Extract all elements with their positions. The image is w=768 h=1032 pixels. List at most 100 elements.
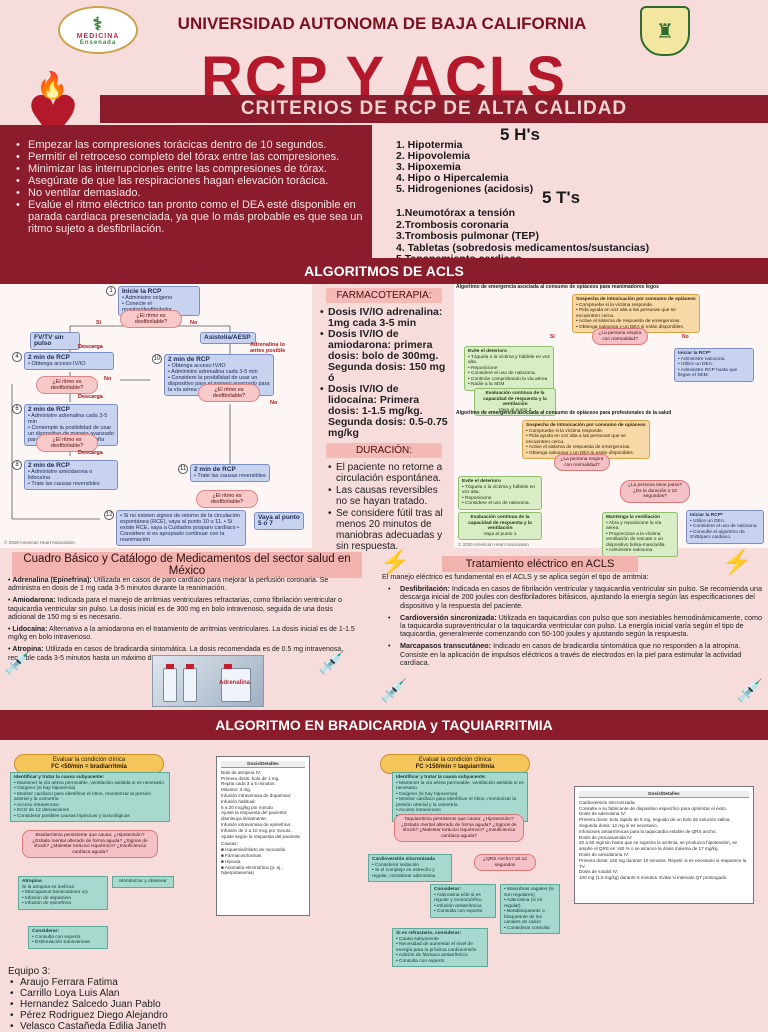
meds-text: • Adrenalina (Epinefrina): Utilizada en … xyxy=(8,577,360,667)
rcp-box-8: 2 min de RCP • Administre amiodarona o l… xyxy=(24,460,118,490)
pharmacotherapy-panel: FARMACOTERAPIA: Dosis IV/IO adrenalina: … xyxy=(316,284,452,552)
doc-item: Cardioversión sincronizada: xyxy=(579,799,636,805)
tachy-item: • Adenosina sólo si es regular y monomór… xyxy=(434,892,482,904)
doc-item: ■ Anomalía electrolítica (p. ej., hiperp… xyxy=(221,864,283,876)
rcp-title: 2 min de RCP xyxy=(28,406,70,413)
opioid-box-title: Mantenga la ventilación xyxy=(606,515,661,520)
brady-item: • Considerar posibles causas hipóxicas y… xyxy=(14,813,130,819)
duration-tag: DURACIÓN: xyxy=(326,443,442,458)
opioid-item: • Pida ayuda en voz alta a las personas … xyxy=(576,308,676,319)
electric-intro: El manejo eléctrico es fundamental en el… xyxy=(382,572,649,581)
rcp-title: 2 min de RCP xyxy=(194,466,236,473)
doc-item: Bolo de atropina IV: xyxy=(221,769,262,775)
step-number: 4 xyxy=(12,352,22,362)
med-name: Lidocaína: xyxy=(12,626,48,634)
team-list: Equipo 3: Araujo Ferrara Fatima Carrillo… xyxy=(8,966,168,1032)
brady-cond: FC <50/min = bradiarritmia xyxy=(51,764,127,770)
doc-item: Segunda dosis: 12 mg si es necesario. xyxy=(579,822,658,828)
hs-item: 3. Hipoxemia xyxy=(396,161,461,173)
opioid-item: • Reposicione xyxy=(462,495,492,501)
tachy-item: • Consulta con experto xyxy=(396,958,445,964)
opioid-item: • Abra y reposicione la vía aérea. xyxy=(606,520,662,532)
opioid-box-title: Iniciar la RCP* xyxy=(690,513,723,518)
hs-title: 5 H's xyxy=(500,125,540,144)
asistolia-box: Asistolia/AESP xyxy=(200,332,256,344)
opioid-item: • Reposicione xyxy=(468,365,498,371)
hs-item: 5. Hidrogeniones (acidosis) xyxy=(396,183,534,195)
duration-item: Se considere fútil tras al menos 20 minu… xyxy=(328,508,448,552)
tachy-item: • Betabloqueante o bloqueante de los can… xyxy=(504,909,545,925)
opioid-eval-box-2: Evaluación continua de la capacidad de r… xyxy=(458,512,542,540)
doc-item: Dosis de procainamida IV: xyxy=(579,834,633,840)
med-desc: Alternativa a la amiodarona en el tratam… xyxy=(8,626,355,642)
electric-item: Cardioversión sincronizada: Utilizada en… xyxy=(388,613,766,639)
opioid-item: Vaya al punto 1 xyxy=(483,531,517,537)
doc-head: Dosis/Detalles xyxy=(579,791,749,798)
opioid-maintain-box: Mantenga la ventilación • Abra y reposic… xyxy=(602,512,678,557)
start-rcp-title: Inicie la RCP xyxy=(122,288,162,295)
adren-asap-label: Adrenalina lo antes posible xyxy=(250,342,286,354)
brady-cause-title: Identificar y tratar la causa subyacente… xyxy=(14,775,105,780)
doc-item: ■ Isquemia/infarto de miocardio xyxy=(221,847,286,853)
cardiac-arrest-flowchart: Inicie la RCP • Administre oxígeno • Con… xyxy=(0,284,312,548)
med-name: Adrenalina (Epinefrina): xyxy=(12,577,92,584)
brady-item: • Consulta con experto xyxy=(32,934,81,940)
tachy-item: • Mantener la vía aérea permeable, venti… xyxy=(396,780,524,792)
brady-item: • Marcapasos transcutáneo o/y xyxy=(22,890,88,895)
med-name: Amiodarona: xyxy=(12,597,56,605)
vial-icon xyxy=(183,664,197,702)
opioid-suspect-box-2: Sospecha de intoxicación por consumo de … xyxy=(522,420,650,459)
rcp-title: 2 min de RCP xyxy=(28,354,70,361)
doc-item: 20 a 50 mg/min hasta que se suprima la a… xyxy=(579,840,738,852)
brady-item: • Acceso intravenoso xyxy=(14,802,59,808)
tachy-refract-title: Si es refractario, considerar: xyxy=(396,931,462,936)
opioid-item: • Utilice un DEA. xyxy=(690,518,726,524)
uabc-crest-icon: ♜ xyxy=(640,6,690,56)
tachy-item: • Necesidad de aumentar el nivel de ener… xyxy=(396,942,477,953)
electric-item: Marcapasos transcutáneo: Indicado en cas… xyxy=(388,642,766,667)
opioid-item: • Utilice un DEA. xyxy=(678,362,714,367)
doc-item: Consulte a su fabricante de dispositivo … xyxy=(579,805,728,811)
vial-icon xyxy=(221,664,251,702)
doc-item: Causas: xyxy=(221,841,238,847)
opioid-item: • Compruebe si la víctima responde. xyxy=(576,302,654,308)
team-title: Equipo 3: xyxy=(8,966,51,977)
brady-section-bar: ALGORITMO EN BRADICARDIA y TAQUIARRITMIA xyxy=(0,710,768,740)
rcp-box-4: 2 min de RCP • Obtenga acceso IV/IO xyxy=(24,352,114,370)
brady-dose-document: Dosis/Detalles Bolo de atropina IV: Prim… xyxy=(216,756,310,916)
brady-question: Bradiarritmia persistente que causa: ¿Hi… xyxy=(22,830,158,858)
opioid-item: • Considere el uso de naloxona. xyxy=(462,501,530,506)
tachy-item: • Oxígeno (si hay hipoxemia) xyxy=(396,791,458,797)
syringe-icon: 💉 xyxy=(4,650,32,675)
criteria-item: Minimizar las interrupciones entre las c… xyxy=(16,163,364,175)
opioid-q-breathing-2: ¿La persona respira con normalidad? xyxy=(554,454,610,471)
hs-item: 1. Hipotermia xyxy=(396,139,463,151)
aha-copyright-2: © 2020 American Heart Association xyxy=(458,542,529,547)
pharma-item: Dosis IV/IO adrenalina: 1mg cada 3-5 min xyxy=(320,307,448,329)
tachy-item: • Maniobras vagales (si son regulares) xyxy=(504,887,554,898)
fv-box: FV/TV sin pulso xyxy=(30,332,80,350)
shock-label-2: Descarga xyxy=(78,394,103,400)
med-name: Atropina: xyxy=(12,646,44,654)
brady-start: Evaluar la condición clínica xyxy=(52,757,126,763)
step-number: 12 xyxy=(104,510,114,520)
doc-item: Dosis de amiodarona IV: xyxy=(579,851,630,857)
brady-atropina-box: Atropina Si la atropina es ineficaz: • M… xyxy=(18,876,108,910)
q-shockable-1: ¿El ritmo es desfibrilable? xyxy=(120,310,182,328)
opioid-item: • Administre RCP hasta que llegue el SEM… xyxy=(678,367,738,379)
tachy-item: • Acceso intravenoso xyxy=(396,808,441,813)
flow-item: • Trate las causas reversibles xyxy=(28,481,100,487)
opioid-flowchart: Algoritmo de emergencia asociada al cons… xyxy=(454,284,768,557)
doc-item: ■ Hipoxia xyxy=(221,858,241,864)
tachy-cause-title: Identificar y tratar la causa subyacente… xyxy=(396,775,487,780)
criteria-item: No ventilar demasiado. xyxy=(16,187,364,199)
brady-start-box: Evaluar la condición clínica FC <50/min … xyxy=(14,754,164,774)
electric-name: Desfibrilación: xyxy=(400,584,450,594)
acls-section-bar: ALGORITMOS DE ACLS xyxy=(0,258,768,284)
tachy-item: • Considerar sedación xyxy=(372,862,420,868)
yes-label: Sí xyxy=(96,320,102,326)
tachy-item: • Si el complejo es estrecho y regular, … xyxy=(372,868,436,879)
tachy-cardio-box: Cardioversión sincronizada • Considerar … xyxy=(368,854,452,882)
criteria-item: Asegúrate de que las respiraciones hagan… xyxy=(16,175,364,187)
opioid-item: • Active el sistema de respuesta de emer… xyxy=(526,445,631,450)
